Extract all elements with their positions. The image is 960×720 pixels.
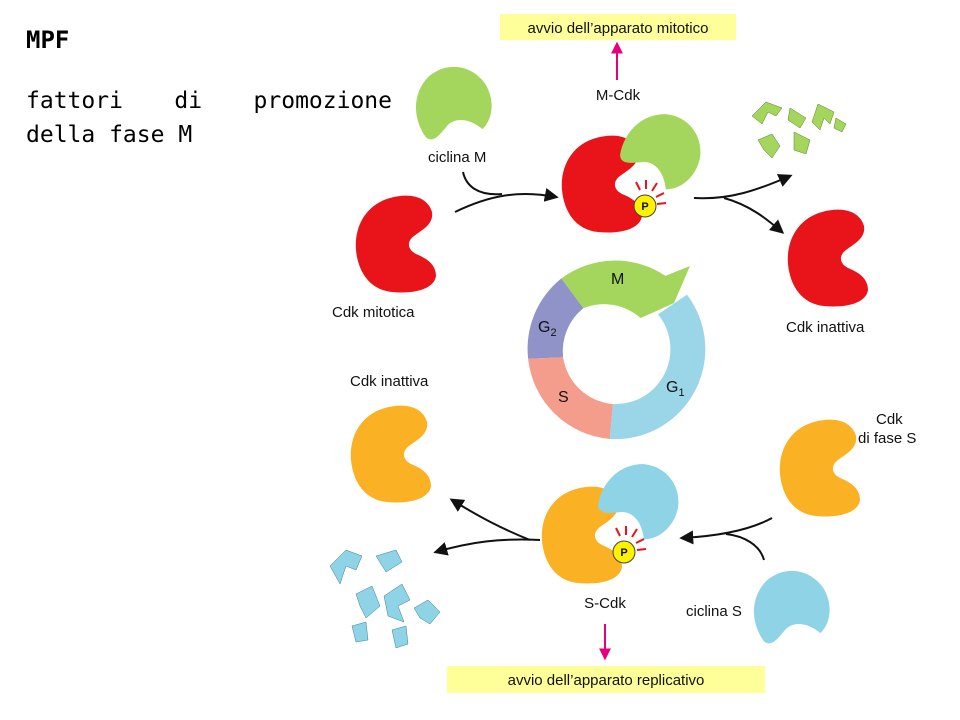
- arrow-mcdk-to-inactive: [723, 197, 785, 234]
- arrow-scdk-to-inactive: [449, 498, 531, 541]
- arrow-scdk-degradation: [433, 538, 541, 556]
- cyclin-s-label: ciclina S: [686, 603, 742, 620]
- cdk-inactive-right-label: Cdk inattiva: [786, 319, 865, 336]
- phase-segment-m: [561, 260, 690, 318]
- cyclin-m-fragments: [751, 101, 847, 159]
- phase-label-g1: G1: [666, 379, 685, 399]
- cdk-s-shape: [779, 419, 860, 517]
- page-subtitle: fattori di promozione della fase M: [26, 88, 392, 148]
- bottom-box-text: avvio dell’apparato replicativo: [508, 672, 705, 689]
- s-cdk-complex: P: [541, 450, 691, 584]
- m-cdk-label: M-Cdk: [596, 87, 641, 104]
- cdk-mitotic-shape: [355, 195, 436, 293]
- cyclin-m-shape: [403, 56, 501, 149]
- bottom-box: [447, 666, 765, 693]
- cdk-s-label-line2: di fase S: [858, 430, 916, 447]
- phase-label-s: S: [558, 389, 569, 406]
- m-cdk-cyclin-shape: [613, 100, 713, 198]
- phase-label-m: M: [611, 271, 624, 288]
- cdk-s-label-line1: Cdk: [876, 411, 903, 428]
- arrow-mcdk-degradation: [693, 174, 793, 200]
- phase-label-g2: G2: [538, 319, 557, 339]
- phosphate-top-letter: P: [641, 201, 648, 213]
- phosphate-burst-top: [635, 180, 667, 205]
- arrow-cyclin-m-join: [462, 171, 503, 196]
- cdk-inactive-right-shape: [787, 209, 868, 307]
- arrow-cdk-to-mcdk: [454, 187, 559, 213]
- cdk-mitotic-label: Cdk mitotica: [332, 304, 415, 321]
- top-box-text: avvio dell’apparato mitotico: [528, 20, 709, 37]
- cell-cycle-ring: M G2 S G1: [527, 260, 706, 440]
- phase-segment-g1: [609, 294, 706, 440]
- phosphate-bottom: [612, 540, 636, 564]
- phosphate-bottom-letter: P: [620, 547, 627, 559]
- s-cdk-cyclin-shape: [591, 450, 691, 548]
- cyclin-s-fragments: [329, 549, 441, 649]
- s-cdk-label: S-Cdk: [584, 595, 626, 612]
- phase-segment-g2: [527, 278, 584, 359]
- page-title: MPF: [26, 26, 70, 54]
- cyclin-s-shape: [741, 560, 839, 653]
- phosphate-burst-bottom: [615, 526, 647, 551]
- cdk-inactive-left-label: Cdk inattiva: [350, 373, 429, 390]
- m-cdk-complex: P: [561, 100, 713, 233]
- arrow-cdk-s-to-scdk: [679, 517, 773, 545]
- top-box: [500, 14, 736, 40]
- phosphate-top: [633, 194, 657, 218]
- phase-segment-s: [528, 357, 613, 439]
- cdk-inactive-left-shape: [350, 405, 431, 503]
- cyclin-m-label: ciclina M: [428, 149, 486, 166]
- arrow-cyclin-s-join: [725, 533, 765, 561]
